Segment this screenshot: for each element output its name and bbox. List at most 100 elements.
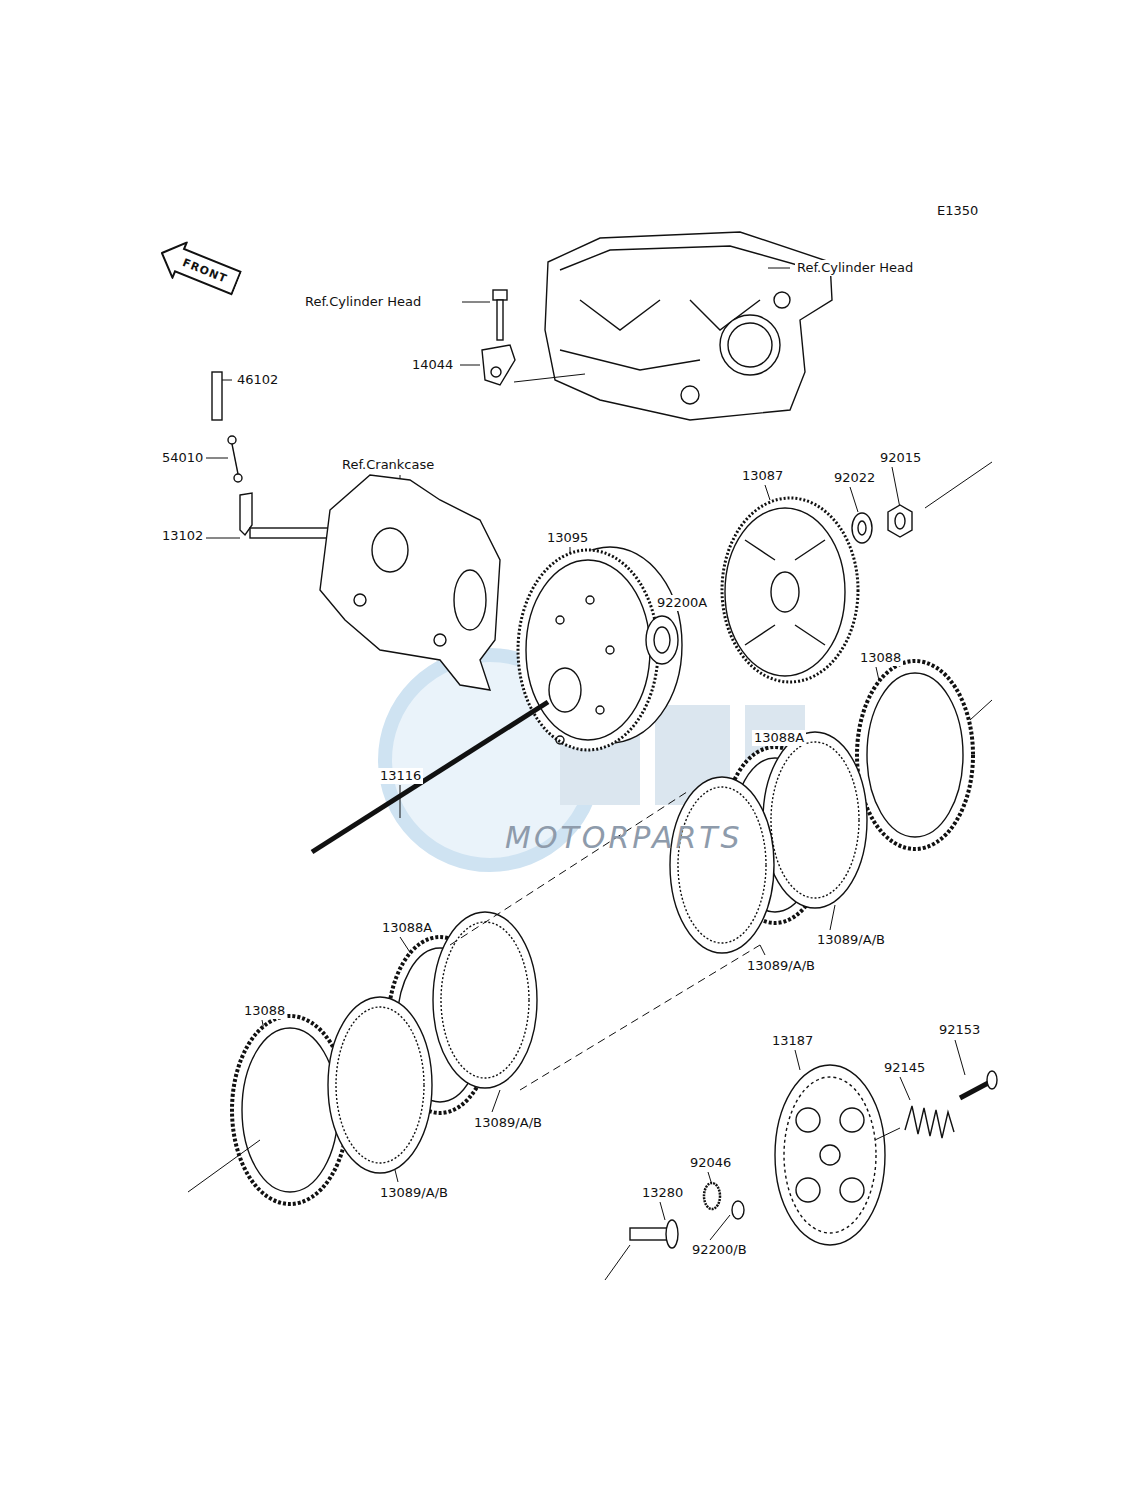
clutch-hub <box>725 508 845 676</box>
clutch-housing <box>586 596 594 604</box>
cable <box>232 444 238 474</box>
pin <box>212 372 222 420</box>
friction-plate <box>867 673 963 837</box>
callout-number: 13280 <box>640 1185 685 1201</box>
bolt <box>493 290 507 300</box>
leader-line <box>900 1077 910 1100</box>
friction-plate <box>857 661 973 849</box>
bracket <box>482 345 515 385</box>
callout-number: 13089/A/B <box>745 958 817 974</box>
steel-plate <box>763 732 867 908</box>
callout-number: 13102 <box>160 528 205 544</box>
callout-number: 46102 <box>235 372 280 388</box>
clutch-spring <box>905 1106 954 1138</box>
leader-line <box>460 365 480 366</box>
clutch-hub <box>771 572 799 612</box>
cylinder-head <box>720 315 780 375</box>
pressure-plate <box>840 1108 864 1132</box>
pressure-plate <box>796 1178 820 1202</box>
crankcase <box>320 475 500 690</box>
nut <box>925 462 992 508</box>
pressure-plate <box>796 1108 820 1132</box>
bracket <box>491 367 501 377</box>
clutch-hub <box>745 540 825 645</box>
pressure-plate <box>784 1077 876 1233</box>
callout-number: 13088A <box>752 730 806 746</box>
washer <box>858 521 866 535</box>
push-rod-holder <box>605 1245 630 1280</box>
washer <box>654 627 670 653</box>
clutch-housing <box>596 706 604 714</box>
friction-plate <box>970 700 992 720</box>
steel-plate <box>433 912 537 1088</box>
friction-plate <box>242 1028 338 1192</box>
pressure-plate <box>775 1065 885 1245</box>
spring-bolt <box>875 1071 997 1140</box>
pressure-plate <box>840 1178 864 1202</box>
leader-line <box>400 785 401 818</box>
callout-number: 14044 <box>410 357 455 373</box>
direction-arrow: FRONT <box>153 234 244 302</box>
cable <box>234 474 242 482</box>
reference-label: Ref.Cylinder Head <box>303 294 423 310</box>
leader-line <box>206 458 228 459</box>
crankcase <box>372 528 408 572</box>
callout-number: 13089/A/B <box>378 1185 450 1201</box>
pressure-plate <box>775 1065 885 1245</box>
leader-line <box>462 302 490 303</box>
cylinder-head <box>774 292 790 308</box>
cylinder-head <box>728 323 772 367</box>
callout-number: 92046 <box>688 1155 733 1171</box>
leader-line <box>768 268 790 269</box>
callout-number: 13116 <box>378 768 423 784</box>
leader-line <box>660 1202 665 1220</box>
dashed-guide <box>450 790 690 945</box>
clutch-hub <box>722 498 858 682</box>
leader-line <box>795 1050 800 1070</box>
washer <box>646 616 678 664</box>
drawing-number: E1350 <box>935 203 980 219</box>
spring-bolt <box>987 1071 997 1089</box>
nut <box>888 462 992 537</box>
nut <box>895 513 905 529</box>
release-lever-shaft <box>240 493 340 538</box>
leader-line <box>765 485 770 500</box>
callout-number: 13089/A/B <box>815 932 887 948</box>
reference-label: Ref.Crankcase <box>340 457 436 473</box>
crankcase <box>354 594 366 606</box>
clutch-spring <box>905 1106 954 1138</box>
cylinder-head <box>545 232 832 420</box>
push-rod-holder <box>704 1183 720 1209</box>
steel-plate <box>336 1007 424 1163</box>
callout-number: 92145 <box>882 1060 927 1076</box>
steel-plate <box>328 997 432 1173</box>
nut <box>888 505 912 537</box>
callout-number: 13095 <box>545 530 590 546</box>
leader-line <box>760 945 765 955</box>
spring-bolt <box>960 1082 990 1098</box>
leader-line <box>206 538 240 539</box>
clutch-housing <box>556 616 564 624</box>
callout-number: 92200/B <box>690 1242 749 1258</box>
leader-line <box>395 1170 398 1182</box>
leader-line <box>892 467 900 508</box>
steel-plate <box>771 742 859 898</box>
callout-number: 13187 <box>770 1033 815 1049</box>
cable <box>228 436 242 482</box>
pressure-plate <box>820 1145 840 1165</box>
washer <box>732 1201 744 1219</box>
crankcase <box>454 570 486 630</box>
steel-plate <box>670 777 774 953</box>
leader-line <box>492 1090 500 1112</box>
leader-line <box>514 374 585 382</box>
callout-number: 54010 <box>160 450 205 466</box>
callout-number: 13089/A/B <box>472 1115 544 1131</box>
clutch-housing <box>606 646 614 654</box>
spring-bolt <box>875 1128 900 1140</box>
clutch-housing <box>556 736 564 744</box>
leader-line <box>830 905 835 930</box>
clutch-housing <box>518 550 658 750</box>
callout-number: 92200A <box>655 595 709 611</box>
